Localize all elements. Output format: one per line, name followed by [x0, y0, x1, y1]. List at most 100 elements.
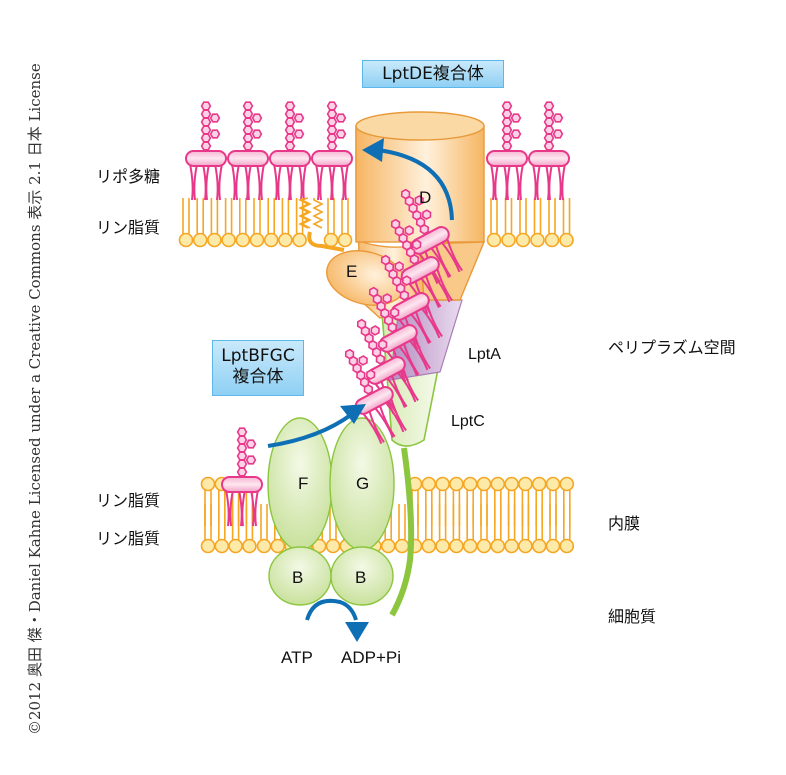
lps-acyl-chain — [389, 397, 407, 432]
lps-acyl-chain — [506, 163, 511, 201]
sugar-hexagon-icon — [389, 307, 400, 318]
label-lpta: LptA — [468, 346, 501, 363]
label-g: G — [356, 474, 369, 493]
lipid-head — [380, 538, 396, 554]
lipid-head — [249, 232, 265, 248]
phospholipid — [531, 476, 547, 526]
lps-acyl-chain — [425, 303, 443, 338]
phospholipid — [545, 476, 561, 526]
lipid-head — [200, 476, 216, 492]
sugar-hexagon-icon — [356, 318, 367, 330]
lps-molecule — [486, 101, 528, 201]
phospholipid — [235, 198, 251, 248]
lps-acyl-chain — [189, 163, 194, 201]
phospholipid — [192, 198, 208, 248]
sugar-hexagon-icon — [326, 141, 338, 151]
sugar-hexagon-icon — [380, 254, 391, 266]
lipid-head — [178, 232, 194, 248]
lps-acyl-chain — [419, 306, 441, 339]
lipid-head — [221, 232, 236, 248]
sugar-hexagon-icon — [358, 355, 368, 366]
sugar-hexagon-icon — [326, 125, 338, 135]
sugar-hexagon-icon — [552, 113, 564, 123]
phospholipid — [337, 198, 353, 248]
lptd-export-arrow — [362, 138, 454, 221]
lipid-a-headgroup — [311, 150, 353, 167]
phospholipid — [449, 476, 464, 526]
lipid-head — [270, 538, 286, 554]
phospholipid — [544, 198, 560, 248]
label-b-left: B — [292, 568, 303, 587]
sugar-hexagon-icon — [501, 141, 513, 151]
lipid-head — [228, 538, 243, 554]
lipid-head — [490, 538, 506, 554]
lipid-a-headgroup — [227, 150, 269, 167]
sugar-hexagon-icon — [284, 141, 296, 151]
sugar-hexagon-icon — [421, 209, 432, 220]
sugar-hexagon-icon — [293, 129, 305, 139]
sugar-hexagon-icon — [326, 109, 338, 119]
atp-hydrolysis-arrow — [305, 598, 369, 642]
phospholipid — [421, 476, 437, 526]
lipid-a-headgroup — [486, 150, 528, 167]
sugar-hexagon-icon — [200, 101, 212, 111]
lps-molecule — [221, 427, 263, 527]
phospholipid — [518, 504, 533, 554]
lps-acyl-chain — [367, 409, 385, 443]
phospholipid — [394, 504, 410, 554]
lps-acyl-chain — [532, 163, 537, 201]
lps-acyl-chain — [273, 163, 278, 201]
lipid-head — [530, 232, 545, 248]
lipe-lipid-anchor — [297, 197, 345, 252]
lps-acyl-chain — [383, 400, 405, 433]
lipid-head — [531, 538, 547, 554]
phospholipid — [518, 476, 533, 526]
sugar-hexagon-icon — [284, 109, 296, 119]
arrowhead-icon — [362, 138, 384, 162]
sugar-hexagon-icon — [335, 113, 347, 123]
phospholipid — [200, 476, 216, 526]
lps-acyl-chain — [494, 163, 499, 201]
sugar-hexagon-icon — [377, 339, 388, 350]
lipid-head — [207, 232, 222, 248]
lptbfgc-complex-box: LptBFGC 複合体 — [212, 340, 304, 396]
lps-acyl-chain — [235, 163, 240, 201]
label-inner-membrane: 内膜 — [608, 514, 641, 533]
lipid-head — [462, 538, 478, 554]
arrowhead-icon — [345, 622, 369, 642]
phospholipid — [228, 504, 243, 554]
phospholipid — [178, 198, 194, 248]
lptd-barrel-top — [355, 111, 485, 141]
lps-molecule — [227, 101, 269, 201]
sugar-hexagon-icon — [501, 133, 513, 143]
label-adp-pi: ADP+Pi — [341, 648, 401, 667]
phospholipid — [501, 198, 516, 248]
phospholipid — [200, 504, 216, 554]
arrow-shaft — [305, 598, 358, 621]
lps-acyl-chain — [361, 412, 383, 445]
sugar-hexagon-icon — [510, 129, 522, 139]
lipid-head — [545, 538, 561, 554]
lps-acyl-chain — [315, 163, 320, 201]
lipid-head — [435, 538, 450, 554]
lps-acyl-chain — [205, 163, 210, 201]
lipid-head — [486, 232, 502, 248]
phospholipid — [486, 198, 502, 248]
lps-acyl-chain — [214, 163, 219, 201]
lipid-head — [515, 232, 531, 248]
label-lptc: LptC — [451, 413, 485, 430]
sugar-hexagon-icon — [242, 141, 254, 151]
sugar-hexagon-icon — [242, 101, 254, 111]
lipid-head — [559, 476, 575, 492]
lipid-head — [278, 232, 293, 248]
label-periplasm: ペリプラズム空間 — [608, 338, 736, 357]
phospholipid — [490, 504, 506, 554]
label-atp: ATP — [281, 648, 313, 667]
sugar-hexagon-icon — [245, 439, 257, 449]
phospholipid — [545, 504, 561, 554]
sugar-hexagon-icon — [411, 239, 422, 250]
sugar-hexagon-icon — [404, 225, 414, 236]
lipid-head — [501, 232, 516, 248]
copyright-credit: ©2012 奥田 傑・Daniel Kahne Licensed under a… — [4, 16, 44, 756]
lipid-head — [435, 476, 450, 492]
